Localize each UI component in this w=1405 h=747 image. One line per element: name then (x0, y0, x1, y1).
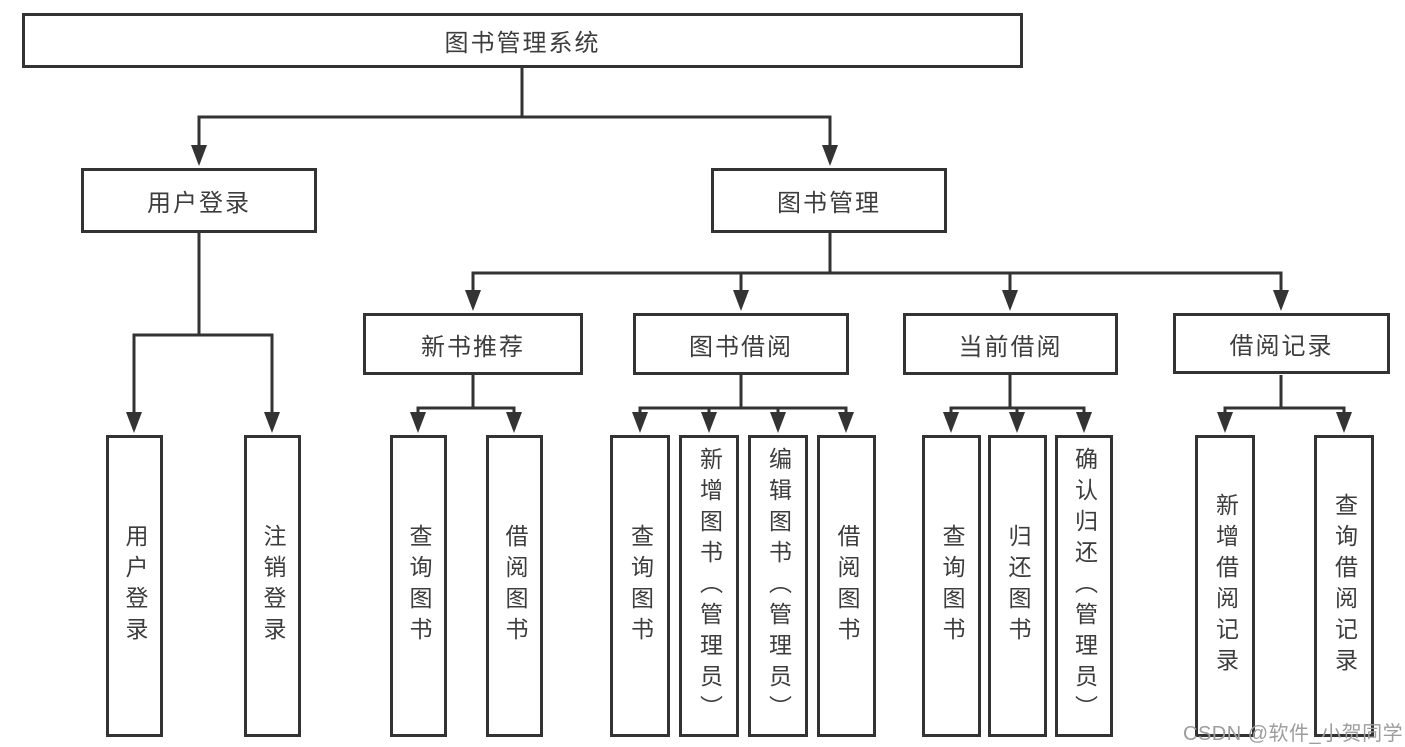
node-borrowing-records: 借阅记录 (1173, 313, 1390, 374)
leaf-label: 新增借阅记录 (1212, 493, 1239, 679)
leaf-label: 归还图书 (1005, 524, 1031, 648)
leaf-logout: 注销登录 (244, 435, 301, 737)
csdn-watermark: CSDN @软件_小贺同学 (1183, 723, 1404, 745)
leaf-label: 查询图书 (627, 524, 654, 648)
leaf-add-book-admin: 新增图书（管理员） (679, 435, 739, 737)
leaf-query-books-recommend: 查询图书 (390, 435, 447, 737)
leaf-borrow-books-borrowing: 借阅图书 (817, 435, 876, 737)
leaf-borrow-books-recommend: 借阅图书 (486, 435, 543, 737)
leaf-label: 注销登录 (260, 524, 286, 648)
leaf-add-borrow-record: 新增借阅记录 (1195, 435, 1255, 737)
leaf-label: 编辑图书（管理员） (765, 446, 792, 726)
leaf-label: 用户登录 (122, 524, 148, 648)
leaf-user-login: 用户登录 (106, 435, 163, 737)
leaf-edit-book-admin: 编辑图书（管理员） (748, 435, 808, 737)
node-book-management: 图书管理 (711, 168, 947, 233)
leaf-label: 借阅图书 (502, 524, 528, 648)
arrowheads (126, 145, 1352, 433)
node-current-borrowing: 当前借阅 (903, 313, 1118, 375)
leaf-confirm-return-admin: 确认归还（管理员） (1055, 435, 1113, 737)
leaf-label: 确认归还（管理员） (1071, 446, 1098, 726)
leaf-query-borrow-record: 查询借阅记录 (1314, 435, 1374, 737)
leaf-label: 查询图书 (939, 524, 965, 648)
node-library-management-system: 图书管理系统 (22, 13, 1023, 68)
leaf-label: 新增图书（管理员） (696, 446, 723, 726)
node-new-book-recommendation: 新书推荐 (363, 313, 583, 375)
node-user-login: 用户登录 (81, 168, 317, 233)
leaf-query-books-current: 查询图书 (922, 435, 981, 737)
leaf-label: 查询借阅记录 (1331, 493, 1358, 679)
node-book-borrowing: 图书借阅 (633, 313, 849, 375)
leaf-label: 借阅图书 (834, 524, 860, 648)
leaf-query-books-borrowing: 查询图书 (610, 435, 670, 737)
leaf-label: 查询图书 (406, 524, 432, 648)
leaf-return-books: 归还图书 (988, 435, 1047, 737)
